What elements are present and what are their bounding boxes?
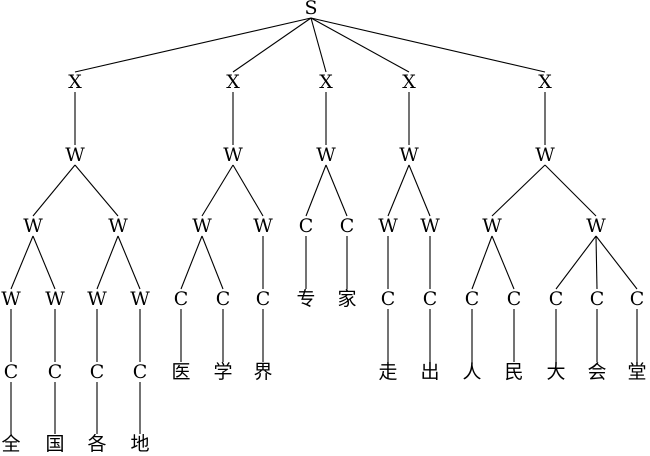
tree-node-C1d: C xyxy=(133,361,148,383)
tree-node-W5b: W xyxy=(586,215,606,237)
tree-edge-W2-W2b xyxy=(232,164,264,217)
tree-node-C3a: C xyxy=(299,215,314,237)
leaf-char-H_da: 大 xyxy=(546,361,565,383)
tree-node-W1a1: W xyxy=(1,288,21,310)
leaf-char-H_hui: 会 xyxy=(587,361,606,383)
tree-node-W1a: W xyxy=(23,215,43,237)
tree-edge-S-X5 xyxy=(310,17,546,73)
leaf-char-H_min: 民 xyxy=(504,361,523,383)
tree-node-W1b1: W xyxy=(87,288,107,310)
tree-edge-W5b-C5b1 xyxy=(555,235,597,290)
leaf-char-H_tang: 堂 xyxy=(627,361,646,383)
tree-node-C1c: C xyxy=(90,361,105,383)
tree-edges xyxy=(10,17,638,434)
leaf-char-H_chu: 出 xyxy=(420,361,439,383)
tree-node-W1a2: W xyxy=(45,288,65,310)
tree-edge-S-X1 xyxy=(74,17,312,73)
tree-node-C4b1: C xyxy=(423,288,438,310)
tree-node-C2b1: C xyxy=(256,288,271,310)
tree-edge-W5-W5a xyxy=(491,164,546,217)
leaf-char-H_yi: 医 xyxy=(171,361,190,383)
tree-edge-W5a-C5a2 xyxy=(491,235,515,290)
tree-edge-W3-C3b xyxy=(325,164,348,217)
tree-node-X4: X xyxy=(402,71,416,93)
tree-node-W2b: W xyxy=(253,215,273,237)
tree-node-X3: X xyxy=(319,71,333,93)
tree-edge-W4-W4a xyxy=(387,164,410,217)
leaf-char-H_jie: 界 xyxy=(253,361,272,383)
tree-edge-W1b-W1b1 xyxy=(96,235,119,290)
tree-node-W4a: W xyxy=(378,215,398,237)
tree-edge-W1-W1a xyxy=(32,164,76,217)
tree-node-C2a2: C xyxy=(216,288,231,310)
tree-node-W1b2: W xyxy=(130,288,150,310)
tree-node-X1: X xyxy=(68,71,82,93)
tree-node-C5b2: C xyxy=(590,288,605,310)
tree-node-C1a: C xyxy=(4,361,19,383)
leaf-char-H_di: 地 xyxy=(130,433,149,455)
tree-edge-W3-C3a xyxy=(305,164,327,217)
leaf-char-H_zhuan: 专 xyxy=(296,288,315,310)
tree-node-W5: W xyxy=(535,144,555,166)
tree-edge-W1b-W1b2 xyxy=(117,235,141,290)
tree-node-C5b3: C xyxy=(630,288,645,310)
tree-node-X2: X xyxy=(226,71,240,93)
tree-edge-S-X3 xyxy=(310,17,327,73)
tree-node-W2: W xyxy=(223,144,243,166)
tree-edge-W2a-C2a2 xyxy=(201,235,224,290)
tree-node-C5b1: C xyxy=(549,288,564,310)
leaf-char-H_quan: 全 xyxy=(1,433,20,455)
leaf-char-H_zou: 走 xyxy=(378,361,397,383)
tree-edge-W1-W1b xyxy=(74,164,119,217)
tree-node-X5: X xyxy=(538,71,552,93)
tree-edge-W5b-C5b2 xyxy=(595,235,598,290)
tree-edge-W2a-C2a1 xyxy=(180,235,203,290)
tree-edge-W1a-W1a1 xyxy=(10,235,34,290)
tree-node-W3: W xyxy=(316,144,336,166)
tree-node-W1b: W xyxy=(108,215,128,237)
tree-node-W4b: W xyxy=(420,215,440,237)
tree-node-W5a: W xyxy=(482,215,502,237)
tree-edge-S-X2 xyxy=(232,17,312,73)
tree-edge-S-X4 xyxy=(310,17,410,73)
leaf-char-H_xue: 学 xyxy=(213,361,232,383)
tree-node-W1: W xyxy=(65,144,85,166)
tree-edge-W5a-C5a1 xyxy=(471,235,493,290)
tree-node-C4a1: C xyxy=(381,288,396,310)
tree-edge-W4-W4b xyxy=(408,164,431,217)
tree-edge-W1a-W1a2 xyxy=(32,235,56,290)
tree-edge-W5-W5b xyxy=(544,164,597,217)
tree-node-W4: W xyxy=(399,144,419,166)
tree-node-C2a1: C xyxy=(174,288,189,310)
tree-edge-W5b-C5b3 xyxy=(595,235,638,290)
tree-node-W2a: W xyxy=(192,215,212,237)
leaf-char-H_ren: 人 xyxy=(462,361,481,383)
leaf-char-H_guo: 国 xyxy=(45,433,64,455)
tree-node-C3b: C xyxy=(340,215,355,237)
tree-node-C1b: C xyxy=(48,361,63,383)
tree-edge-W2-W2a xyxy=(201,164,234,217)
tree-node-C5a2: C xyxy=(507,288,522,310)
leaf-char-H_jia: 家 xyxy=(337,288,356,310)
tree-node-C5a1: C xyxy=(465,288,480,310)
leaf-char-H_ge: 各 xyxy=(87,433,106,455)
tree-node-S: S xyxy=(304,0,317,19)
